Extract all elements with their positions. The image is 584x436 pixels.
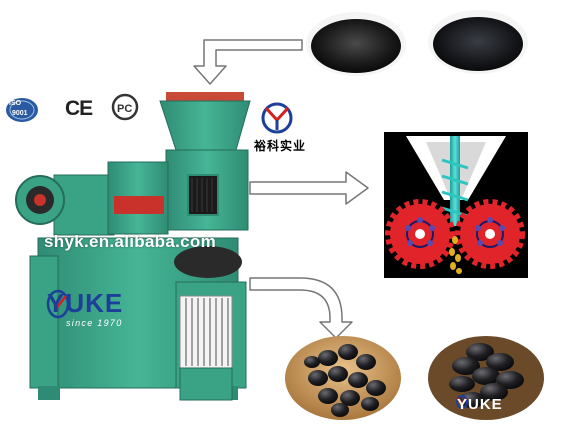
iso-badge-icon [6,98,38,122]
company-chinese-name: 裕科实业 [254,139,307,153]
arrow-right-icon [249,171,369,205]
coal-powder-image-1 [306,12,406,76]
briquette-machine [15,92,251,401]
brand-name-small: YUKE [457,396,503,413]
watermark-url: shyk.en.alibaba.com [44,232,216,251]
working-principle-diagram [384,132,528,278]
brand-name: YUKE [47,288,124,318]
iso-number: 9001 [12,110,28,117]
pct-mark-icon: PC [111,93,139,121]
arrow-curve-down-icon [249,277,353,339]
coal-powder-image-2 [428,10,528,74]
svg-text:PC: PC [117,103,132,115]
arrow-down-left-icon [193,39,303,85]
yuke-logo-icon [261,102,293,134]
pillow-briquettes-image [428,336,544,420]
ball-briquettes-image [285,336,401,420]
ce-mark-icon: CE [65,97,93,120]
iso-label: ISO [9,100,22,107]
brand-tagline: since 1970 [66,318,123,328]
